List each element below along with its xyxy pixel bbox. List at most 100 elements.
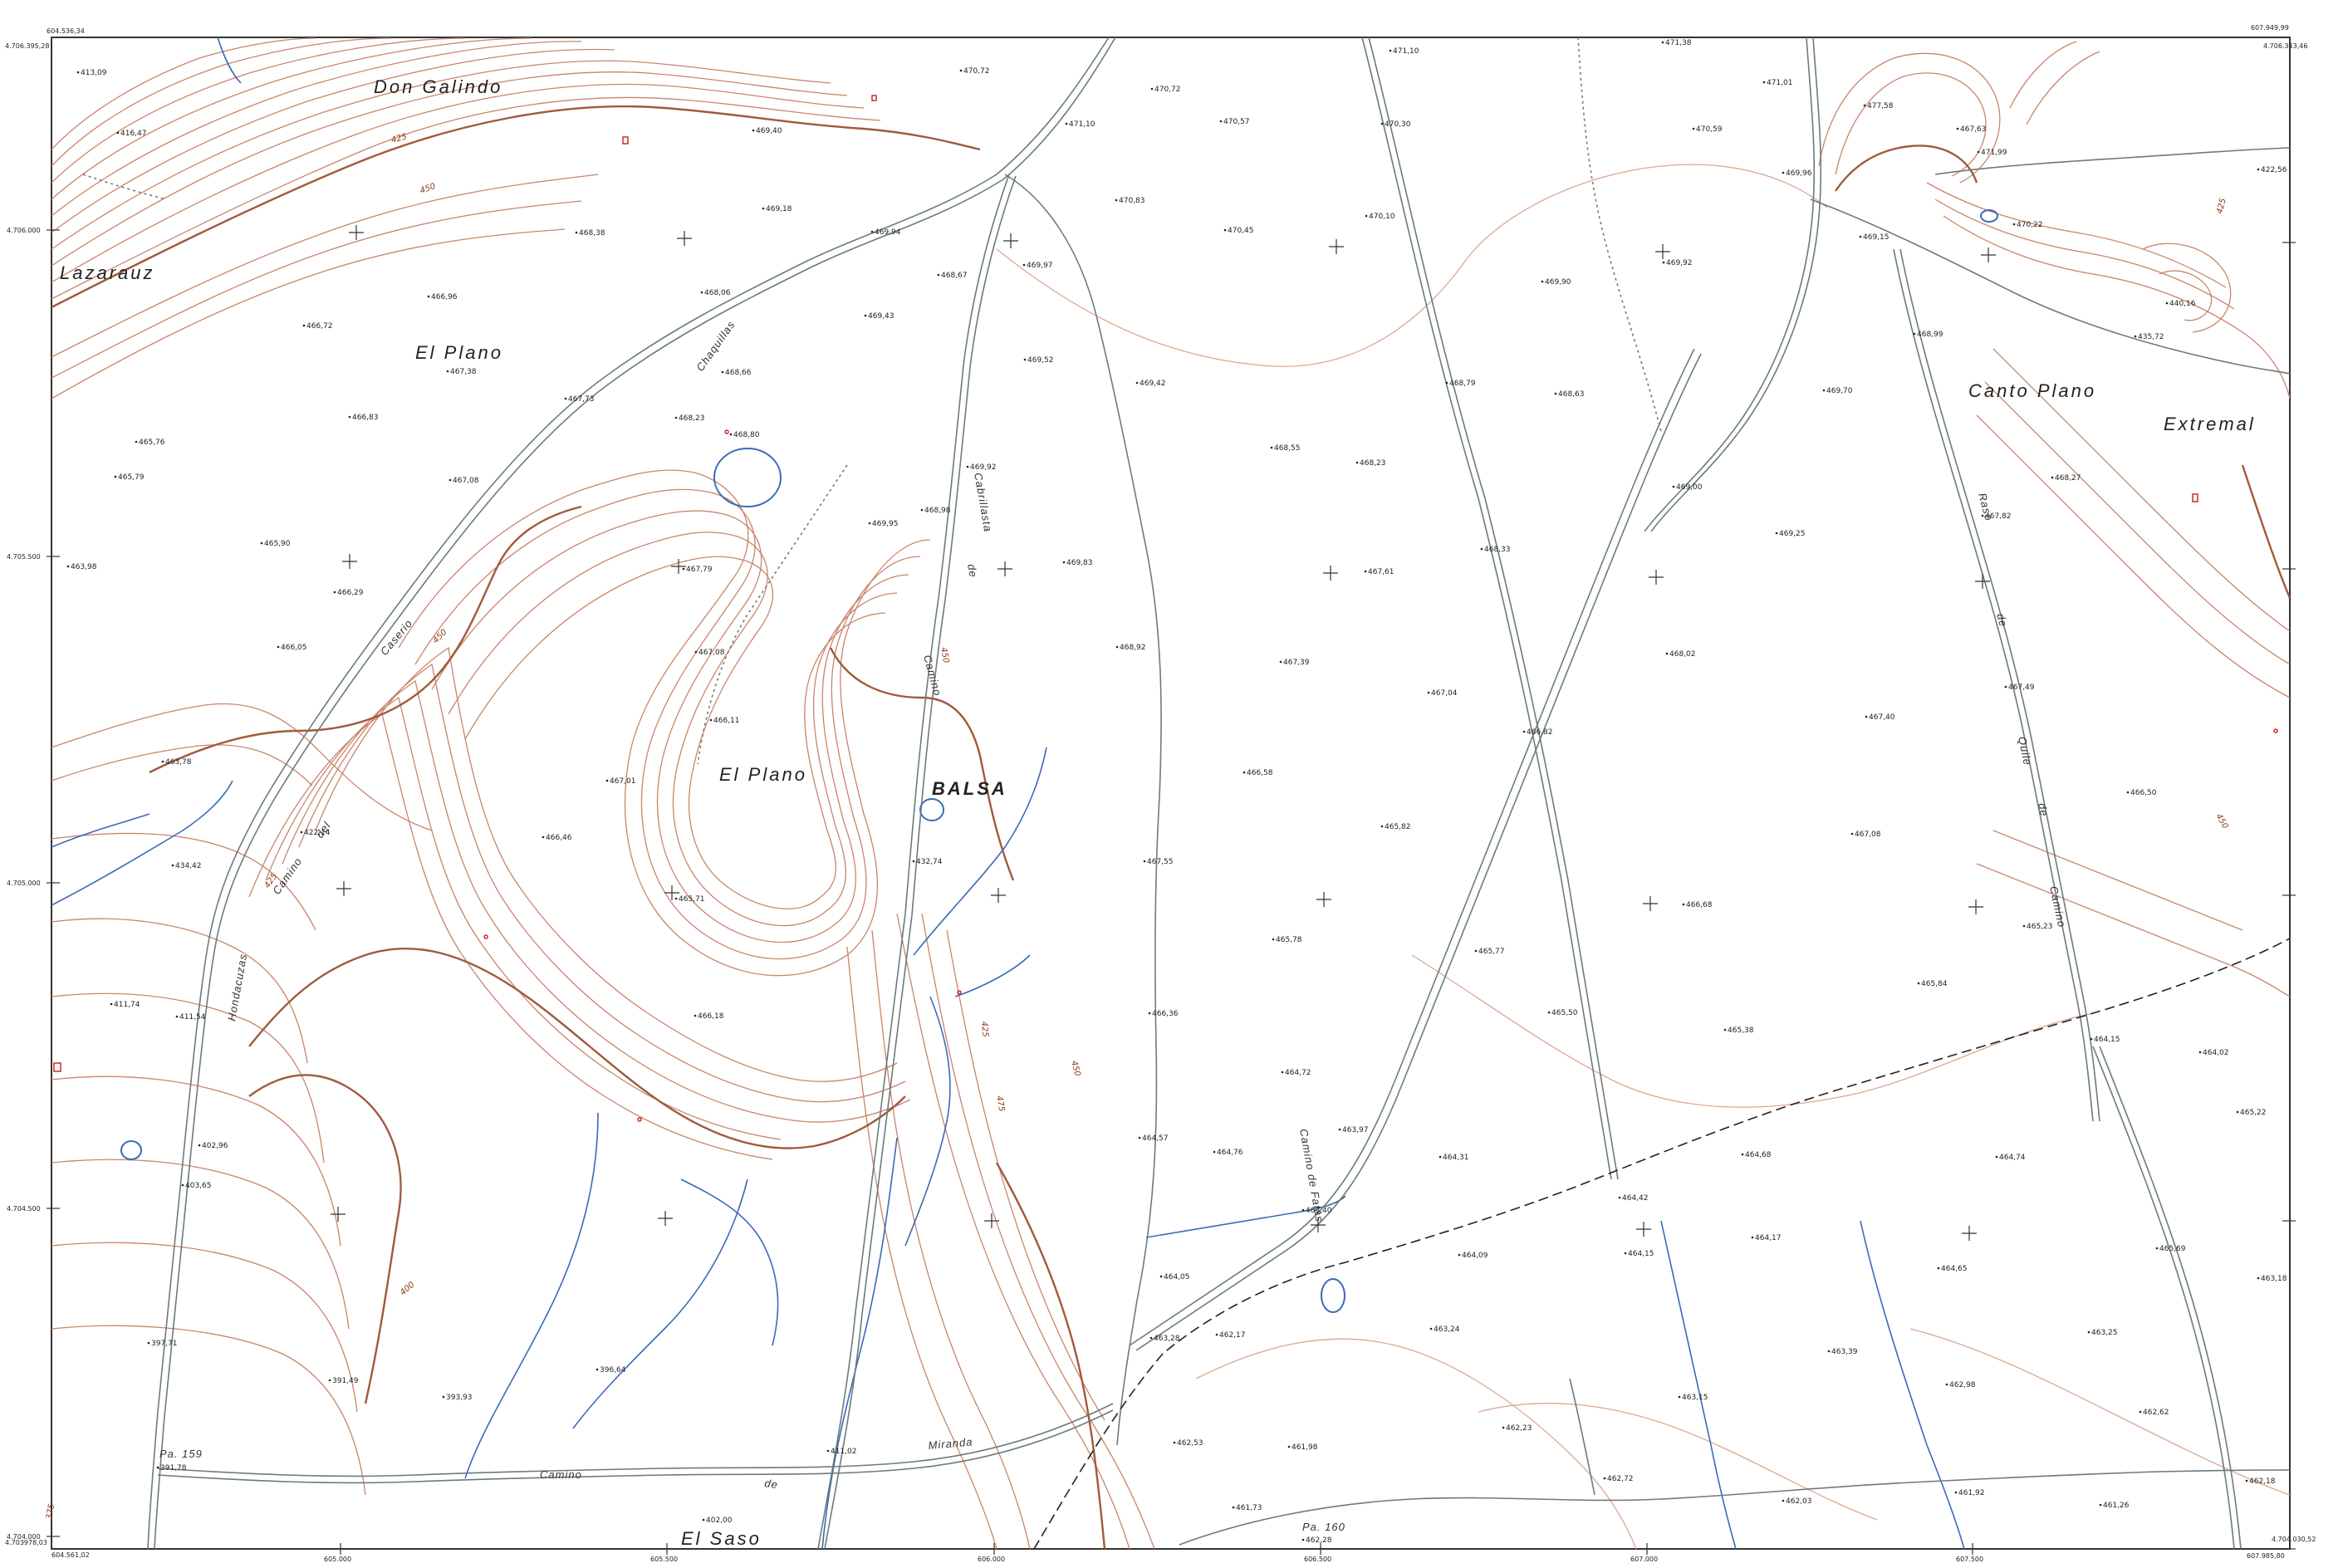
contour-label: 375: [45, 1503, 56, 1521]
spot-height-dot: [1272, 938, 1275, 941]
spot-height-dot: [752, 129, 755, 132]
spot-height-dot: [1355, 461, 1359, 464]
spot-height-label: 464,76: [1217, 1149, 1243, 1157]
spot-height-label: 467,73: [568, 395, 595, 404]
spot-height-label: 467,55: [1147, 858, 1174, 866]
spot-height-dot: [1913, 332, 1916, 336]
grid-label-easting: 605.000: [324, 1556, 351, 1563]
spot-height-dot: [1917, 982, 1920, 985]
spot-height-dot: [702, 1518, 705, 1521]
spot-height-dot: [2165, 301, 2169, 305]
spot-height-label: 469,70: [1826, 387, 1853, 395]
spot-height-label: 465,79: [118, 473, 145, 482]
spot-height-dot: [1389, 49, 1392, 52]
spot-height-label: 462,72: [1607, 1475, 1634, 1483]
spot-height-label: 469,94: [875, 228, 901, 237]
spot-height-label: 468,02: [1669, 650, 1696, 659]
spot-height-label: 462,62: [2143, 1409, 2169, 1417]
place-name: Extremal: [2164, 414, 2256, 434]
spot-height-dot: [277, 645, 280, 649]
spot-height-label: 416,47: [120, 130, 147, 138]
spot-height-dot: [937, 273, 940, 277]
spot-height-dot: [674, 416, 678, 419]
spot-height-label: 462,17: [1219, 1331, 1246, 1340]
spot-height-label: 469,92: [1666, 259, 1693, 267]
spot-height-dot: [2087, 1330, 2090, 1334]
contour-label: 425: [979, 1021, 990, 1037]
spot-height-label: 466,83: [352, 414, 379, 422]
contour-label: 425: [2215, 197, 2228, 214]
spot-height-label: 469,40: [756, 127, 782, 135]
spot-height-label: 467,39: [1283, 659, 1310, 667]
spot-height-dot: [1232, 1506, 1235, 1509]
spot-height-label: 462,23: [1506, 1424, 1532, 1433]
spot-height-dot: [868, 522, 871, 525]
pond-south: [1321, 1278, 1345, 1313]
spot-height-label: 411,54: [179, 1013, 206, 1022]
place-name: El Plano: [415, 342, 503, 363]
spot-height-label: 464,65: [1941, 1265, 1968, 1273]
grid-label-northing: 4.705.500: [7, 553, 41, 561]
spot-height-dot: [2099, 1503, 2102, 1507]
spot-height-label: 467,38: [450, 368, 477, 376]
spot-height-label: 467,61: [1368, 568, 1394, 576]
spot-height-dot: [2004, 685, 2007, 688]
spot-height-label: 466,58: [1247, 769, 1273, 777]
spot-height-label: 468,98: [924, 507, 951, 515]
corner-coordinate-br-y: 4.704.030,52: [2272, 1536, 2316, 1543]
spot-height-label: 471,99: [1981, 149, 2007, 157]
place-name: Canto Plano: [1968, 380, 2096, 401]
grid-label-easting: 606.500: [1304, 1556, 1331, 1563]
spot-height-dot: [1138, 1136, 1141, 1139]
spot-height-dot: [1380, 122, 1384, 125]
spot-height-label: 464,31: [1443, 1154, 1469, 1162]
red-markers: [53, 95, 2278, 1122]
spot-height-dot: [260, 541, 263, 545]
spot-height-dot: [1115, 198, 1118, 202]
spot-height-label: 466,82: [1527, 728, 1553, 737]
spot-height-label: 467,01: [610, 777, 636, 786]
spot-height-dot: [1827, 1350, 1831, 1353]
road-label: de: [2036, 802, 2051, 818]
spot-height-dot: [1150, 87, 1154, 91]
spot-height-dot: [2245, 1479, 2248, 1482]
pond-sw: [120, 1140, 142, 1160]
spot-height-label: 391,78: [160, 1464, 187, 1472]
spot-height-label: 469,15: [1863, 233, 1890, 242]
spot-height-label: 465,90: [264, 540, 291, 548]
spot-height-label: 466,72: [306, 322, 333, 331]
spot-height-dot: [1243, 771, 1246, 774]
spot-height-dot: [1065, 122, 1068, 125]
road-label: Camino: [540, 1468, 582, 1481]
spot-height-label: 466,05: [281, 644, 307, 652]
spot-height-dot: [76, 71, 80, 74]
spot-height-label: 467,08: [1855, 831, 1881, 839]
spot-height-label: 463,28: [1154, 1335, 1180, 1343]
spot-height-dot: [1115, 645, 1119, 649]
spot-height-dot: [147, 1341, 150, 1345]
spot-height-dot: [1782, 1499, 1785, 1502]
spot-height-dot: [1427, 691, 1430, 694]
spot-height-dot: [1439, 1155, 1442, 1159]
grid-label-easting: 606.000: [978, 1556, 1005, 1563]
corner-coordinate-bl-y: 4.703978,03: [5, 1539, 47, 1546]
spot-height-label: 466,96: [431, 293, 458, 301]
spot-height-label: 465,76: [139, 439, 165, 447]
spot-height-label: 468,80: [733, 431, 760, 439]
spot-height-dot: [181, 1183, 184, 1187]
grid-label-easting: 607.000: [1630, 1556, 1658, 1563]
spot-height-label: 393,93: [446, 1394, 473, 1402]
spot-height-dot: [1213, 1150, 1216, 1154]
spot-height-label: 467,04: [1431, 689, 1458, 698]
spot-height-dot: [1380, 825, 1384, 828]
spot-height-label: 396,64: [600, 1366, 626, 1374]
spot-height-label: 465,50: [1551, 1009, 1578, 1017]
spot-height-label: 463,18: [2261, 1275, 2287, 1283]
road-label: de: [764, 1477, 779, 1491]
spot-height-label: 464,05: [1164, 1273, 1190, 1281]
spot-height-label: 468,66: [725, 369, 752, 377]
spot-height-label: 463,78: [165, 758, 192, 767]
spot-height-dot: [2051, 476, 2054, 479]
spot-height-dot: [66, 565, 70, 568]
